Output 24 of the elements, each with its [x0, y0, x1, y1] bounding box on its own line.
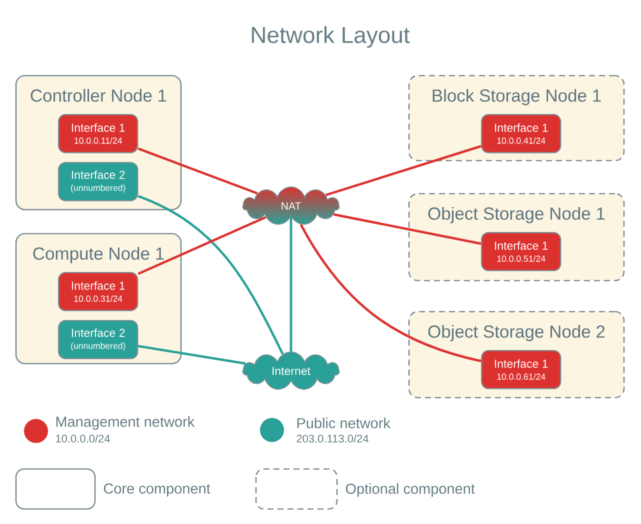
subnet-label: 10.0.0.0/24 — [56, 434, 110, 443]
interface-box: Interface 1 10.0.0.51/24 — [481, 232, 562, 272]
network-link — [290, 216, 292, 352]
network-link — [138, 344, 246, 365]
subnet-label: 203.0.113.0/24 — [296, 434, 368, 443]
network-link — [138, 148, 258, 194]
cloud: Internet — [242, 351, 340, 390]
network-link — [333, 213, 482, 245]
network-link — [138, 195, 284, 355]
legend-entry: Core component — [15, 468, 210, 510]
interface-box: Interface 1 10.0.0.61/24 — [481, 350, 562, 390]
interface-box: Interface 1 10.0.0.41/24 — [481, 114, 562, 154]
network-link — [138, 216, 266, 275]
legend-text: Management network — [56, 416, 195, 430]
interface-box: Interface 2 (unnumbered) — [58, 162, 138, 202]
interface-box: Interface 1 10.0.0.11/24 — [58, 114, 138, 154]
interface-box: Interface 2 (unnumbered) — [58, 320, 138, 360]
cloud: NAT — [242, 186, 340, 225]
interface-box: Interface 1 10.0.0.31/24 — [58, 272, 138, 312]
network-link — [300, 224, 482, 362]
legend-text: Public network — [297, 418, 390, 428]
diagram-title: Network Layout — [252, 26, 410, 48]
legend-entry: Optional component — [255, 468, 475, 510]
network-link — [326, 145, 482, 196]
